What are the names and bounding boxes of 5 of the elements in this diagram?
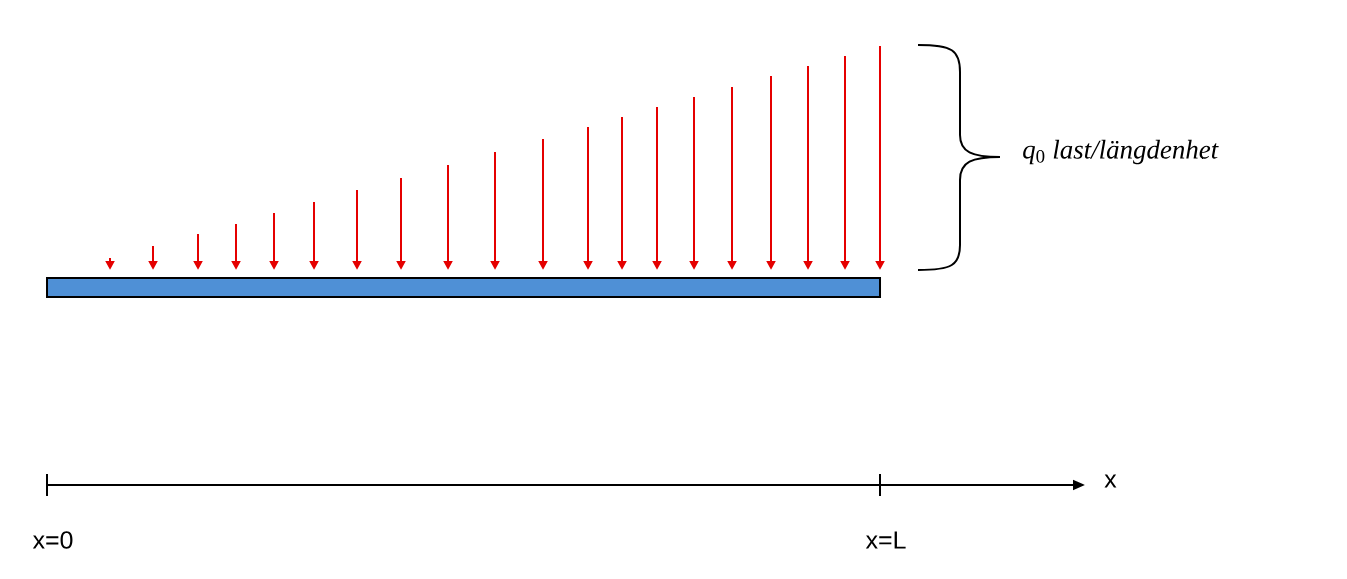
tick-label: x=L bbox=[865, 531, 906, 549]
load-label: q$_{0}$ last/längdenhet bbox=[1023, 139, 1219, 165]
beam bbox=[46, 277, 881, 298]
tick-label: x=0 bbox=[32, 531, 73, 549]
axis-label: x bbox=[1104, 474, 1117, 488]
